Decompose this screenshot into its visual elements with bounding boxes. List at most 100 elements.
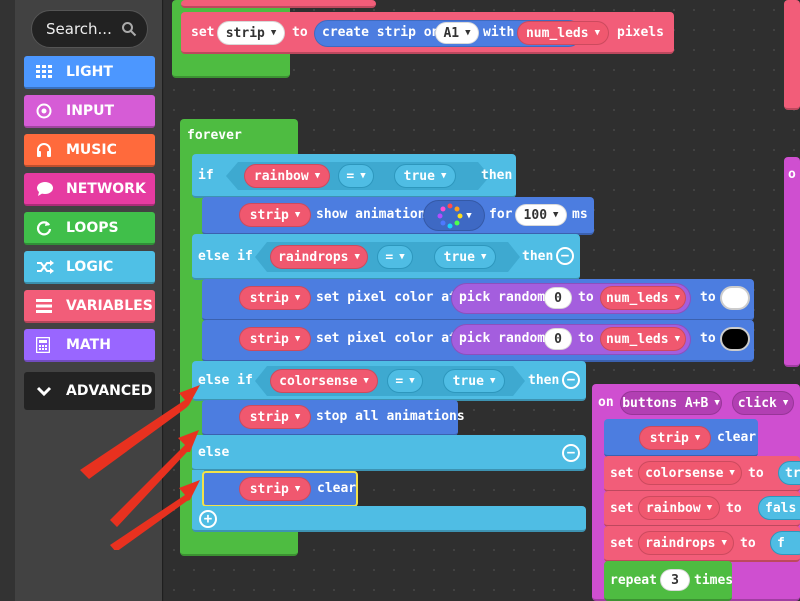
true-dropdown[interactable]: true▼ <box>434 245 496 269</box>
remove-else-if-button[interactable]: − <box>562 371 580 389</box>
to-label: to <box>740 536 756 551</box>
grid-icon <box>36 64 52 78</box>
strip-clear-block-selected[interactable]: strip▼ clear <box>202 471 358 507</box>
set-strip-block[interactable]: set strip▼ to create strip on A1▼ with n… <box>181 12 674 54</box>
if-block-top[interactable]: if rainbow▼ =▼ true▼ then <box>192 154 516 198</box>
category-logic[interactable]: LOGIC <box>24 251 155 284</box>
calculator-icon <box>36 336 50 353</box>
animation-picker[interactable]: ▼ <box>423 200 485 231</box>
set-raindrops-block[interactable]: set raindrops▼ to f <box>604 526 800 562</box>
else-if-label: else if <box>198 373 253 388</box>
colorsense-variable[interactable]: colorsense▼ <box>270 369 378 393</box>
category-light[interactable]: LIGHT <box>24 56 155 89</box>
strip-variable[interactable]: strip▼ <box>639 426 711 450</box>
buttons-dropdown[interactable]: buttons A+B▼ <box>620 391 722 415</box>
strip-variable[interactable]: strip▼ <box>239 286 311 310</box>
set-pixel-color-label: set pixel color at <box>316 331 457 346</box>
black-color-swatch[interactable] <box>720 327 750 351</box>
set-pixel-color-block-black[interactable]: strip▼ set pixel color at pick random 0 … <box>202 320 754 362</box>
headphones-icon <box>37 142 51 157</box>
partial-block[interactable] <box>181 0 376 8</box>
white-color-swatch[interactable] <box>720 286 750 310</box>
category-math[interactable]: MATH <box>24 329 155 362</box>
repeat-block[interactable]: repeat 3 times <box>604 561 734 601</box>
rainbow-variable[interactable]: rainbow▼ <box>638 496 720 520</box>
with-label: with <box>483 25 515 40</box>
search-icon[interactable] <box>121 21 137 37</box>
partial-event-block[interactable]: o <box>784 157 800 367</box>
strip-variable[interactable]: strip▼ <box>239 203 311 227</box>
to-label: to <box>700 331 716 346</box>
ms-dropdown[interactable]: 100▼ <box>515 204 567 226</box>
true-dropdown[interactable]: true▼ <box>394 164 456 188</box>
annotation-arrows <box>80 385 200 550</box>
ms-label: ms <box>572 207 588 222</box>
add-else-if-button[interactable]: + <box>199 510 217 528</box>
category-network[interactable]: NETWORK <box>24 173 155 206</box>
else-if-raindrops[interactable]: else if raindrops▼ =▼ true▼ then − <box>192 234 580 280</box>
category-music[interactable]: MUSIC <box>24 134 155 167</box>
var-dropdown[interactable]: strip▼ <box>217 21 285 45</box>
to-label: to <box>700 290 716 305</box>
category-label: MUSIC <box>66 141 117 158</box>
equals-dropdown[interactable]: =▼ <box>377 245 413 269</box>
false-value[interactable]: f <box>770 531 800 555</box>
category-variables[interactable]: VARIABLES <box>24 290 155 323</box>
equals-dropdown[interactable]: =▼ <box>387 369 423 393</box>
min-input[interactable]: 0 <box>544 287 572 309</box>
num-leds-variable[interactable]: num_leds▼ <box>600 286 686 310</box>
colorsense-variable[interactable]: colorsense▼ <box>638 461 742 485</box>
equals-dropdown[interactable]: =▼ <box>338 164 374 188</box>
category-input[interactable]: INPUT <box>24 95 155 128</box>
set-colorsense-block[interactable]: set colorsense▼ to tr <box>604 456 800 492</box>
chat-icon <box>37 181 53 196</box>
rainbow-animation-icon <box>437 203 463 228</box>
forever-label: forever <box>187 128 242 143</box>
if-block-bottom[interactable]: + <box>192 506 586 532</box>
true-dropdown[interactable]: true▼ <box>443 369 505 393</box>
min-input[interactable]: 0 <box>544 328 572 350</box>
else-if-colorsense[interactable]: else if colorsense▼ =▼ true▼ then − <box>192 361 586 401</box>
raindrops-variable[interactable]: raindrops▼ <box>270 245 368 269</box>
set-pixel-color-label: set pixel color at <box>316 290 457 305</box>
else-block[interactable]: else − <box>192 435 586 471</box>
toolbox-search[interactable]: Search... <box>31 10 148 48</box>
rainbow-variable[interactable]: rainbow▼ <box>244 164 330 188</box>
raindrops-variable[interactable]: raindrops▼ <box>638 531 734 555</box>
remove-else-button[interactable]: − <box>562 444 580 462</box>
times-label: times <box>694 573 734 588</box>
to-label: to <box>726 501 742 516</box>
set-rainbow-block[interactable]: set rainbow▼ to fals <box>604 491 800 527</box>
create-strip-label: create strip on <box>322 25 440 40</box>
set-pixel-color-block-white[interactable]: strip▼ set pixel color at pick random 0 … <box>202 279 754 321</box>
num-leds-variable[interactable]: num_leds▼ <box>600 327 686 351</box>
strip-clear-block[interactable]: strip▼ clear <box>604 419 758 457</box>
partial-variable-block[interactable] <box>784 0 800 110</box>
shuffle-icon <box>37 259 54 274</box>
show-animation-block[interactable]: strip▼ show animation ▼ for 100▼ ms <box>202 197 594 235</box>
advanced-label: ADVANCED <box>66 383 153 399</box>
list-icon <box>36 298 52 313</box>
strip-variable[interactable]: strip▼ <box>239 405 311 429</box>
set-label: set <box>610 536 634 551</box>
strip-variable[interactable]: strip▼ <box>239 327 311 351</box>
for-label: for <box>489 207 513 222</box>
to-label: to <box>748 466 764 481</box>
category-loops[interactable]: LOOPS <box>24 212 155 245</box>
pin-dropdown[interactable]: A1▼ <box>435 22 479 44</box>
advanced-toggle[interactable]: ADVANCED <box>24 372 155 410</box>
true-value[interactable]: tr <box>778 461 800 485</box>
remove-else-if-button[interactable]: − <box>556 247 574 265</box>
click-dropdown[interactable]: click▼ <box>732 391 794 415</box>
on-label: on <box>598 395 614 410</box>
category-label: INPUT <box>66 102 115 119</box>
stop-animations-block[interactable]: strip▼ stop all animations <box>202 400 465 436</box>
false-value[interactable]: fals <box>758 496 800 520</box>
num-leds-variable[interactable]: num_leds▼ <box>517 21 609 45</box>
toolbox: Search... LIGHT INPUT MUSIC NETWORK LOOP… <box>0 0 163 601</box>
repeat-count-input[interactable]: 3 <box>660 569 690 591</box>
show-animation-label: show animation <box>316 207 426 222</box>
category-label: NETWORK <box>66 180 146 197</box>
pick-random-label: pick random <box>459 290 546 305</box>
strip-variable[interactable]: strip▼ <box>239 477 311 501</box>
